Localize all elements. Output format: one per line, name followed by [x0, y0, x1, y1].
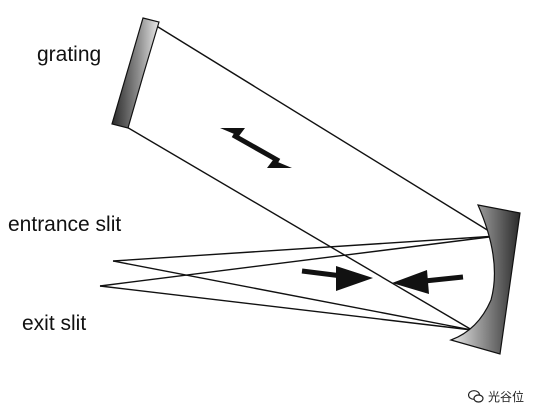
beam-lines [99, 21, 498, 331]
watermark: 光谷位 [467, 389, 524, 404]
entrance-slit-label: entrance slit [8, 213, 122, 236]
concave-mirror [449, 204, 521, 355]
grating-optic [111, 17, 160, 129]
grating-label: grating [37, 43, 102, 66]
beam-grating-top-to-mirror [149, 21, 498, 237]
double-arrow-icon [220, 128, 292, 168]
beam-exit-upper [99, 235, 498, 287]
beam-exit-lower [99, 285, 473, 331]
beam-entrance-lower [112, 260, 473, 331]
converging-arrows-icon [301, 266, 464, 294]
watermark-text: 光谷位 [487, 389, 524, 404]
exit-slit-label: exit slit [22, 312, 87, 335]
beam-entrance-upper [112, 235, 498, 262]
beam-grating-bottom-to-mirror [124, 125, 473, 331]
wechat-icon [467, 390, 484, 403]
